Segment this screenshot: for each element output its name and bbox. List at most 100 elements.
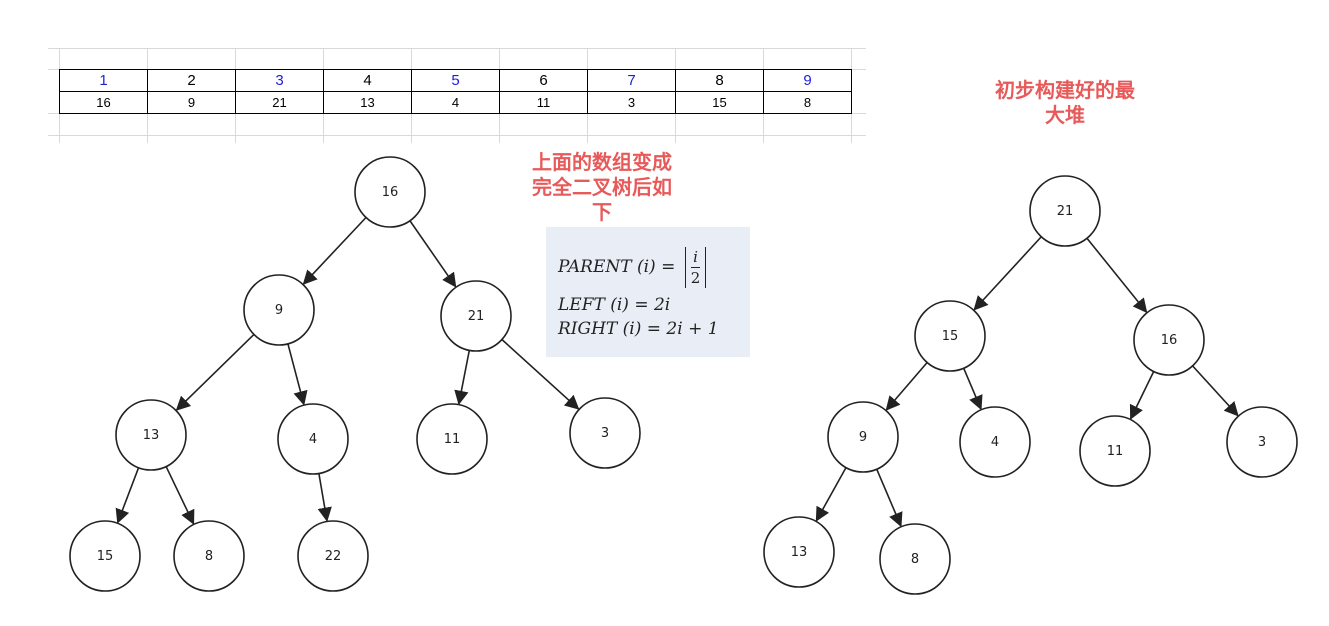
tree-edge-arrow <box>885 361 928 411</box>
node-circle <box>763 516 835 588</box>
tree-edge-arrow <box>1086 237 1148 314</box>
tree-edge-arrow <box>875 468 903 528</box>
node-label: 15 <box>942 329 959 344</box>
node-circle <box>440 280 512 352</box>
caption-line: 初步构建好的最 <box>995 78 1135 102</box>
node-circle <box>416 403 488 475</box>
tree-edge-arrow <box>302 216 367 285</box>
tree-node: 16 <box>354 156 426 228</box>
tree-edge-arrow <box>501 338 580 410</box>
node-label: 8 <box>911 552 919 567</box>
value-row: 16 9 21 13 4 11 3 15 8 <box>59 91 852 114</box>
max-heap-caption: 初步构建好的最 大堆 <box>975 78 1155 128</box>
caption-line: 上面的数组变成 <box>532 150 672 174</box>
node-circle <box>115 399 187 471</box>
node-label: 13 <box>143 428 160 443</box>
tree-edge-arrow <box>815 467 847 522</box>
tree-node: 21 <box>440 280 512 352</box>
value-cell: 21 <box>235 91 324 114</box>
node-circle <box>69 520 141 592</box>
tree-node: 4 <box>959 406 1031 478</box>
tree-edge-arrow <box>1191 365 1239 417</box>
node-label: 11 <box>1107 444 1124 459</box>
node-circle <box>297 520 369 592</box>
tree-node: 21 <box>1029 175 1101 247</box>
caption-line: 大堆 <box>1045 103 1085 127</box>
tree-node: 3 <box>569 397 641 469</box>
tree-edge-arrow <box>317 473 332 522</box>
node-circle <box>243 274 315 346</box>
tree-edge-arrow <box>962 367 983 411</box>
tree-edge-arrow <box>409 220 457 288</box>
tree-node: 4 <box>277 403 349 475</box>
node-circle <box>277 403 349 475</box>
tree-node: 9 <box>827 401 899 473</box>
index-row: 1 2 3 4 5 6 7 8 9 <box>59 69 852 92</box>
tree-node: 22 <box>297 520 369 592</box>
node-circle <box>1029 175 1101 247</box>
node-label: 22 <box>325 549 342 564</box>
node-circle <box>1079 415 1151 487</box>
node-label: 4 <box>309 432 317 447</box>
node-label: 8 <box>205 549 213 564</box>
node-label: 4 <box>991 435 999 450</box>
node-label: 13 <box>791 545 808 560</box>
node-circle <box>879 523 951 595</box>
node-circle <box>569 397 641 469</box>
node-label: 11 <box>444 432 461 447</box>
left-formula: LEFT (i) = 2i <box>558 295 671 315</box>
tree-edge-arrow <box>973 236 1042 311</box>
node-circle <box>1226 406 1298 478</box>
tree-node: 8 <box>173 520 245 592</box>
tree-node: 9 <box>243 274 315 346</box>
tree-edge-arrow <box>165 466 195 525</box>
tree-edge-arrow <box>115 467 140 524</box>
complete-binary-tree: 16 9 21 13 4 11 3 15 8 22 <box>69 156 641 592</box>
node-label: 21 <box>468 309 485 324</box>
caption-line: 下 <box>592 200 612 224</box>
node-circle <box>827 401 899 473</box>
array-table: 1 2 3 4 5 6 7 8 9 16 9 21 13 4 11 3 15 8 <box>59 69 852 114</box>
tree-node: 15 <box>914 300 986 372</box>
node-circle <box>959 406 1031 478</box>
node-label: 21 <box>1057 204 1074 219</box>
value-cell: 13 <box>323 91 412 114</box>
node-circle <box>914 300 986 372</box>
node-circle <box>173 520 245 592</box>
tree-node: 11 <box>416 403 488 475</box>
caption-line: 完全二叉树后如 <box>532 175 672 199</box>
node-circle <box>354 156 426 228</box>
index-formula-box: PARENT (i) = i 2 LEFT (i) = 2i RIGHT (i)… <box>546 227 750 357</box>
node-circle <box>1133 304 1205 376</box>
value-cell: 8 <box>763 91 852 114</box>
tree-node: 15 <box>69 520 141 592</box>
tree-node: 3 <box>1226 406 1298 478</box>
node-label: 15 <box>97 549 114 564</box>
tree-edge-arrow <box>454 350 471 406</box>
value-cell: 16 <box>59 91 148 114</box>
node-label: 3 <box>601 426 609 441</box>
fraction-numerator: i <box>690 247 701 268</box>
parent-formula: PARENT (i) = i 2 <box>558 247 707 288</box>
max-heap-tree: 21 15 16 9 4 11 3 13 8 <box>763 175 1298 595</box>
fraction-denominator: 2 <box>690 269 701 287</box>
node-label: 3 <box>1258 435 1266 450</box>
complete-tree-caption: 上面的数组变成 完全二叉树后如 下 <box>512 150 692 225</box>
node-label: 9 <box>275 303 283 318</box>
floor-fraction: i 2 <box>684 247 707 288</box>
tree-node: 13 <box>115 399 187 471</box>
node-label: 16 <box>382 185 399 200</box>
tree-node: 16 <box>1133 304 1205 376</box>
tree-edge-arrow <box>287 343 308 406</box>
node-label: 16 <box>1161 333 1178 348</box>
value-cell: 11 <box>499 91 588 114</box>
tree-node: 11 <box>1079 415 1151 487</box>
node-label: 9 <box>859 430 867 445</box>
right-formula: RIGHT (i) = 2i + 1 <box>558 319 719 339</box>
tree-node: 8 <box>879 523 951 595</box>
tree-edge-arrow <box>1129 371 1155 420</box>
tree-edge-arrow <box>175 333 255 411</box>
parent-formula-lhs: PARENT (i) = <box>558 257 676 277</box>
tree-node: 13 <box>763 516 835 588</box>
